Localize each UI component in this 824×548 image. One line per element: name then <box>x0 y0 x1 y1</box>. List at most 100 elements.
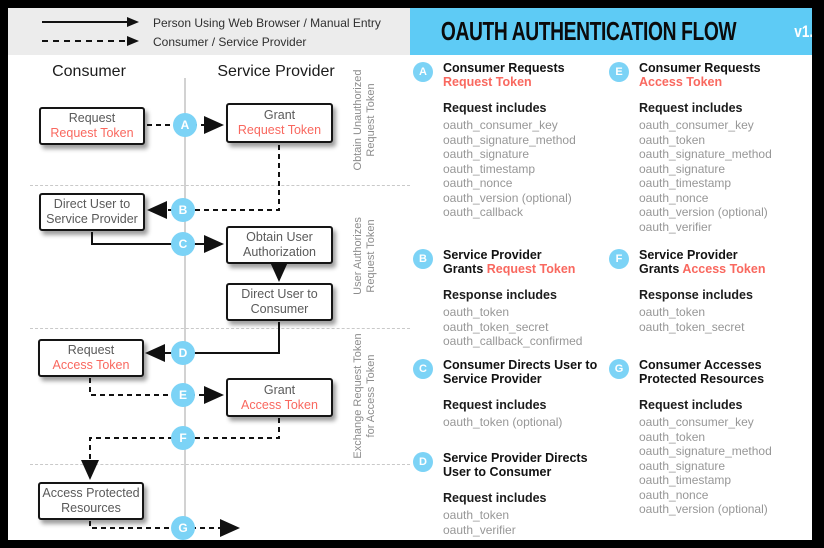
param-item: oauth_nonce <box>639 190 709 205</box>
step-badge-b-detail: B <box>413 249 433 269</box>
step-title: Service Provider Grants Request Token <box>443 248 611 276</box>
box-line: Consumer <box>250 302 309 316</box>
box-line: Request <box>68 111 116 125</box>
list-label: Response includes <box>443 288 557 302</box>
box-line: Direct User to <box>53 197 131 211</box>
param-item: oauth_token <box>639 305 706 319</box>
dashed-arrow-icon <box>42 36 139 46</box>
param-item: oauth_nonce <box>639 487 709 502</box>
param-item: oauth_token_secret <box>639 319 745 334</box>
section-label-user-authorizes: User Authorizes Request Token <box>352 181 378 331</box>
box-line: Request Token <box>50 126 134 140</box>
legend-label-dashed: Consumer / Service Provider <box>153 35 307 49</box>
step-title-line2: Grants <box>639 262 683 276</box>
flow-box-request-request-token: Request Request Token <box>39 107 145 145</box>
step-title-line2: Service Provider <box>443 372 542 386</box>
step-detail-e: E Consumer Requests Access Token Request… <box>609 61 807 234</box>
step-badge-f: F <box>171 426 195 450</box>
section-label-line: Obtain Unauthorized <box>352 69 364 171</box>
param-item: oauth_token <box>639 132 706 147</box>
step-badge-e: E <box>171 383 195 407</box>
step-title: Service Provider Directs User to Consume… <box>443 451 611 479</box>
param-item: oauth_token_secret <box>443 319 549 334</box>
section-label-line: Exchange Request Token <box>352 333 364 459</box>
param-item: oauth_signature_method <box>639 147 772 161</box>
flow-box-direct-user-to-consumer: Direct User to Consumer <box>226 283 333 321</box>
list-label: Response includes <box>639 288 753 302</box>
param-item: oauth_consumer_key <box>443 118 558 132</box>
flow-box-direct-user-to-sp: Direct User to Service Provider <box>39 193 145 231</box>
arrow-c <box>91 232 224 253</box>
step-title: Service Provider Grants Access Token <box>639 248 807 276</box>
step-badge-d: D <box>171 341 195 365</box>
section-label-exchange-token: Exchange Request Token for Access Token <box>352 321 378 471</box>
param-item: oauth_nonce <box>443 176 513 190</box>
step-detail-f: F Service Provider Grants Access Token R… <box>609 248 807 334</box>
param-item: oauth_version (optional) <box>443 190 572 205</box>
step-badge-a: A <box>173 113 197 137</box>
param-item: oauth_version (optional) <box>639 502 768 516</box>
param-item: oauth_callback_confirmed <box>443 334 583 348</box>
list-label: Request includes <box>639 398 743 412</box>
param-list: oauth_token (optional) <box>443 415 611 430</box>
list-label: Request includes <box>639 101 743 115</box>
param-item: oauth_token <box>443 508 510 522</box>
box-line: Request Token <box>237 123 322 137</box>
step-title-line1: Service Provider <box>639 248 738 262</box>
param-item: oauth_timestamp <box>639 176 732 190</box>
param-item: oauth_signature <box>639 458 726 473</box>
box-line: Access Protected <box>42 486 140 500</box>
step-detail-a: A Consumer Requests Request Token Reques… <box>413 61 611 220</box>
param-item: oauth_verifier <box>639 219 712 234</box>
flow-box-grant-request-token: Grant Request Token <box>226 103 333 143</box>
box-line: Grant <box>263 382 296 397</box>
step-title: Consumer Directs User to Service Provide… <box>443 358 611 386</box>
poster: Person Using Web Browser / Manual Entry … <box>8 8 812 540</box>
step-badge-b: B <box>171 198 195 222</box>
param-item: oauth_token <box>639 429 706 444</box>
box-line: Direct User to <box>241 287 318 301</box>
step-title-highlight: Access Token <box>682 262 766 276</box>
page-title: OAUTH AUTHENTICATION FLOW <box>441 16 737 46</box>
flow-box-request-access-token: Request Access Token <box>38 339 144 377</box>
box-line: Access Token <box>52 358 130 372</box>
step-badge-g-detail: G <box>609 359 629 379</box>
step-badge-g: G <box>171 516 195 540</box>
step-detail-c: C Consumer Directs User to Service Provi… <box>413 358 611 430</box>
list-label: Request includes <box>443 491 547 505</box>
column-header-consumer: Consumer <box>52 63 126 80</box>
step-title-highlight: Request Token <box>486 262 576 276</box>
param-item: oauth_verifier <box>443 522 516 537</box>
arrow-d <box>145 322 280 362</box>
param-item: oauth_consumer_key <box>639 118 754 132</box>
box-line: Service Provider <box>46 212 138 226</box>
box-line: Resources <box>61 501 121 515</box>
step-badge-d-detail: D <box>413 452 433 472</box>
param-item: oauth_signature_method <box>443 132 576 147</box>
arrow-g <box>89 519 240 537</box>
box-line: Access Token <box>241 397 318 412</box>
version-badge: v1.0a <box>794 21 812 41</box>
step-title-line1: Consumer Requests <box>639 61 761 75</box>
section-label-line: for Access Token <box>365 354 377 438</box>
step-title-highlight: Access Token <box>639 75 723 89</box>
column-header-service-provider: Service Provider <box>217 63 335 80</box>
step-title-line1: Consumer Requests <box>443 61 565 75</box>
step-title: Consumer Requests Access Token <box>639 61 807 89</box>
flow-box-grant-access-token: Grant Access Token <box>226 378 333 417</box>
param-item: oauth_signature <box>443 147 530 161</box>
section-label-line: User Authorizes <box>352 217 364 295</box>
arrow-e <box>89 378 224 404</box>
box-line: Grant <box>263 108 296 122</box>
step-title-line2: User to Consumer <box>443 465 552 479</box>
step-title-highlight: Request Token <box>443 75 532 89</box>
step-badge-f-detail: F <box>609 249 629 269</box>
step-title: Consumer Requests Request Token <box>443 61 611 89</box>
param-item: oauth_timestamp <box>639 473 732 487</box>
